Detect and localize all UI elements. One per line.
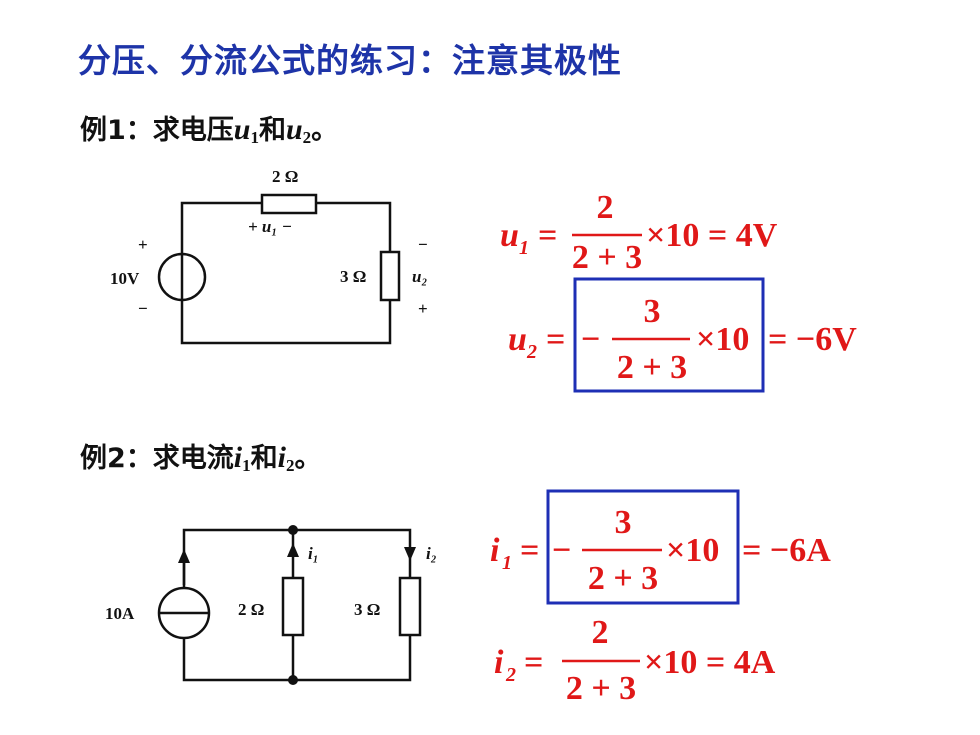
svg-text:u: u bbox=[500, 217, 519, 254]
svg-text:2 + 3: 2 + 3 bbox=[588, 560, 658, 597]
wire-bottom bbox=[180, 298, 392, 345]
equation-i1: i 1 = − 3 2 + 3 ×10 = −6A bbox=[490, 504, 831, 597]
r-left-label: 2 Ω bbox=[238, 600, 264, 619]
svg-text:2 + 3: 2 + 3 bbox=[566, 670, 636, 707]
svg-text:2: 2 bbox=[505, 664, 516, 686]
equation-u1: u 1 = 2 2 + 3 ×10 = 4V bbox=[500, 189, 778, 276]
svg-text:=: = bbox=[524, 644, 543, 681]
resistor-2ohm bbox=[260, 193, 318, 215]
page-title: 分压、分流公式的练习：注意其极性 bbox=[78, 41, 622, 80]
svg-text:= −6A: = −6A bbox=[742, 532, 831, 569]
u2-label: u₂ bbox=[412, 267, 427, 286]
source-minus: − bbox=[138, 299, 148, 318]
example1-label: 例1：求电压 bbox=[80, 115, 234, 146]
i1-label: i₁ bbox=[308, 544, 319, 563]
source-value: 10A bbox=[105, 604, 135, 623]
current-divider-circuit: 10A 2 Ω 3 Ω i₁ i₂ bbox=[105, 525, 437, 685]
equation-u2: u 2 = − 3 2 + 3 ×10 = −6V bbox=[508, 293, 857, 386]
example2-end: 。 bbox=[294, 443, 322, 474]
highlight-box-u2 bbox=[573, 277, 765, 393]
equation-i2: i 2 = 2 2 + 3 ×10 = 4A bbox=[494, 614, 776, 707]
r-right-label: 3 Ω bbox=[340, 267, 366, 286]
svg-text:1: 1 bbox=[502, 552, 512, 574]
svg-text:×10: ×10 bbox=[666, 532, 719, 569]
example2-heading: 例2：求电流i1和i2。 bbox=[80, 436, 321, 476]
example2-equations: i 1 = − 3 2 + 3 ×10 = −6A i 2 = 2 2 + 3 … bbox=[490, 489, 831, 707]
u2-minus: − bbox=[418, 235, 428, 254]
source-value: 10V bbox=[110, 269, 140, 288]
example1-var1: u1 bbox=[233, 113, 259, 147]
node-top bbox=[288, 525, 298, 535]
example2-var1: i1 bbox=[233, 441, 251, 475]
resistor-3ohm bbox=[379, 250, 401, 302]
i2-arrow-icon bbox=[404, 547, 416, 561]
svg-text:×10 = 4A: ×10 = 4A bbox=[644, 644, 776, 681]
u2-plus: + bbox=[418, 299, 428, 318]
svg-text:u: u bbox=[508, 321, 527, 358]
svg-text:i: i bbox=[490, 532, 500, 569]
svg-text:i: i bbox=[494, 644, 504, 681]
svg-text:1: 1 bbox=[519, 237, 529, 259]
node-bottom bbox=[288, 675, 298, 685]
example2-join: 和 bbox=[250, 443, 278, 474]
source-plus: + bbox=[138, 235, 148, 254]
svg-text:=: = bbox=[520, 532, 539, 569]
example1-equations: u 1 = 2 2 + 3 ×10 = 4V u 2 = − 3 2 + 3 ×… bbox=[500, 189, 857, 393]
example1-heading: 例1：求电压u1和u2。 bbox=[80, 108, 338, 148]
resistor-2ohm bbox=[281, 576, 305, 637]
svg-text:2: 2 bbox=[597, 189, 614, 226]
source-arrow-icon bbox=[178, 549, 190, 563]
svg-text:×10 = 4V: ×10 = 4V bbox=[646, 217, 778, 254]
svg-text:=: = bbox=[538, 217, 557, 254]
svg-text:=: = bbox=[546, 321, 565, 358]
svg-text:−: − bbox=[581, 321, 600, 358]
svg-text:2: 2 bbox=[592, 614, 609, 651]
svg-text:−: − bbox=[552, 532, 571, 569]
svg-text:2: 2 bbox=[526, 341, 537, 363]
r-right-label: 3 Ω bbox=[354, 600, 380, 619]
example1-end: 。 bbox=[311, 115, 339, 146]
highlight-box-i1 bbox=[546, 489, 740, 605]
i2-label: i₂ bbox=[426, 544, 437, 563]
u1-polarity-label: + u₁ − bbox=[248, 217, 292, 236]
svg-text:= −6V: = −6V bbox=[768, 321, 857, 358]
svg-text:3: 3 bbox=[615, 504, 632, 541]
resistor-3ohm bbox=[398, 576, 422, 637]
example2-label: 例2：求电流 bbox=[80, 443, 234, 474]
svg-text:2 + 3: 2 + 3 bbox=[617, 349, 687, 386]
r-top-label: 2 Ω bbox=[272, 167, 298, 186]
wire-top-right bbox=[316, 201, 392, 253]
svg-text:3: 3 bbox=[644, 293, 661, 330]
i1-arrow-icon bbox=[287, 543, 299, 557]
svg-text:2 + 3: 2 + 3 bbox=[572, 239, 642, 276]
example1-var2: u2 bbox=[285, 113, 312, 147]
voltage-divider-circuit: 2 Ω + u₁ − + 10V − 3 Ω − u₂ + bbox=[110, 167, 428, 345]
example1-join: 和 bbox=[258, 115, 286, 146]
example2-var2: i2 bbox=[277, 441, 295, 475]
svg-text:×10: ×10 bbox=[696, 321, 749, 358]
